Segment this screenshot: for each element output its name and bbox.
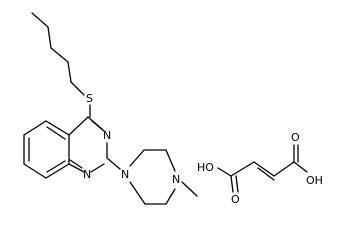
acid-hydroxyl-left-label: HO — [197, 161, 214, 174]
carbonyl-oxygen-left-label: O — [231, 193, 240, 206]
piperazine-ring — [129, 149, 176, 205]
sulfur-atom-label: S — [86, 92, 93, 105]
pyrimidine-ring — [68, 116, 108, 173]
benzene-ring — [23, 120, 70, 179]
ring-nitrogen-lower-label: N — [83, 168, 91, 181]
piperazine-nitrogen-left-label: N — [121, 168, 129, 181]
fumaric-acid — [217, 144, 308, 193]
acid-hydroxyl-right-label: OH — [306, 174, 323, 187]
ring-nitrogen-upper-label: N — [103, 129, 111, 142]
piperazine-nitrogen-right-label: N — [172, 173, 180, 186]
n-methyl-bond — [181, 181, 198, 197]
piperazine-link-bond — [106, 157, 121, 170]
chemical-structure-diagram: S N N N N HO OH O O — [23, 12, 323, 206]
pentyl-chain — [31, 12, 85, 96]
carbonyl-oxygen-right-label: O — [291, 131, 300, 144]
